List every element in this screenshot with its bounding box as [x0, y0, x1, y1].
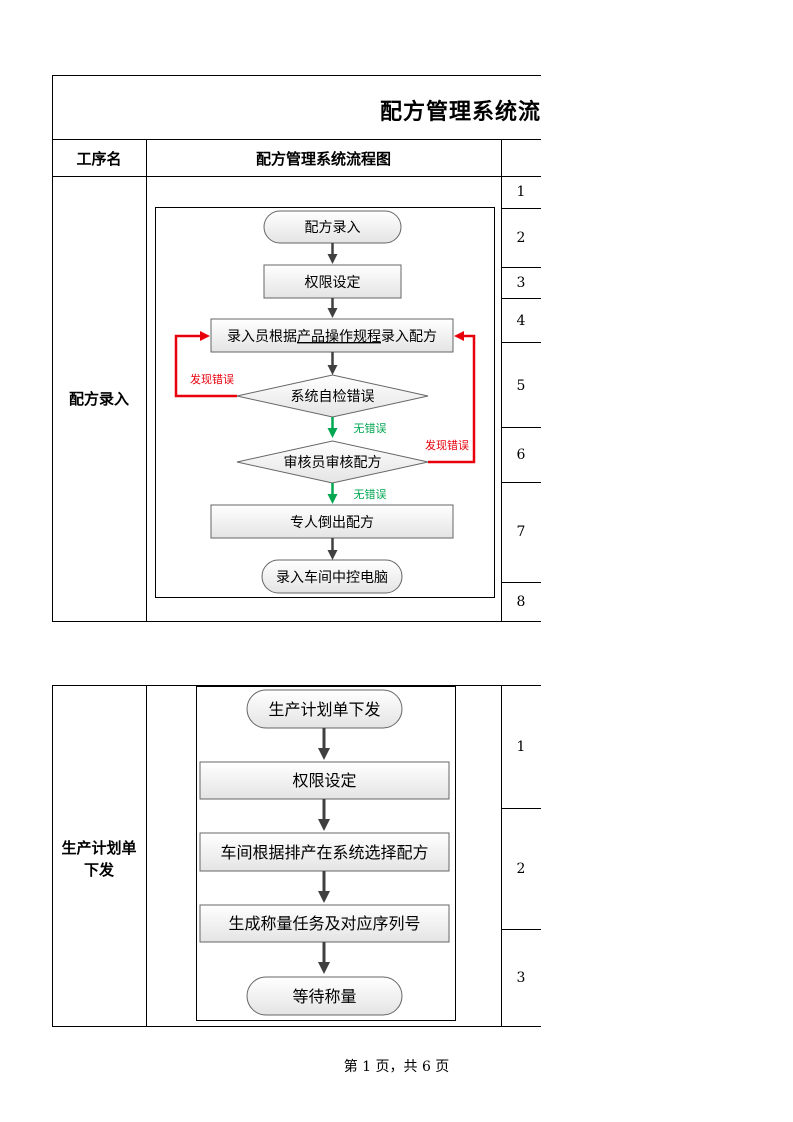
table2-col-divider-1	[146, 685, 147, 1027]
step-select-recipe-text: 车间根据排产在系统选择配方	[220, 843, 428, 862]
decision-diamond	[236, 374, 429, 418]
table2-bottom-border	[52, 1026, 541, 1027]
row-number: 1	[516, 739, 526, 755]
process-name-plan-issue: 生产计划单 下发	[52, 837, 146, 881]
table1-header-bottom-border	[52, 176, 541, 177]
row-number: 1	[516, 184, 526, 200]
process-box	[199, 761, 450, 800]
process-box	[199, 904, 450, 943]
process-box	[210, 504, 454, 539]
flowchart-frame	[155, 207, 495, 598]
header-flowchart: 配方管理系统流程图	[255, 150, 391, 168]
table1-header-top-border	[52, 139, 541, 140]
row-sep	[501, 582, 541, 583]
no-error-label: 无错误	[354, 487, 387, 501]
flowchart-frame	[196, 686, 456, 1021]
row-sep	[501, 298, 541, 299]
step-entry-text: 录入员根据产品操作规程录入配方	[227, 329, 437, 345]
table2-top-border	[52, 685, 541, 686]
row-sep	[501, 808, 541, 809]
step-upload-text: 录入车间中控电脑	[276, 569, 388, 586]
row-sep	[501, 208, 541, 209]
step-export-text: 专人倒出配方	[290, 515, 374, 531]
step-recipe-entry-text: 配方录入	[305, 220, 361, 236]
row-number: 6	[516, 447, 526, 463]
table2-col-divider-2	[501, 685, 502, 1027]
table2-left-border	[52, 685, 53, 1027]
table1-bottom-border	[52, 621, 541, 622]
row-number: 8	[516, 594, 526, 610]
step-self-check-text: 系统自检错误	[291, 389, 375, 405]
step-permission-text: 权限设定	[292, 771, 356, 790]
step-generate-task-text: 生成称量任务及对应序列号	[228, 914, 420, 933]
step-permission-text: 权限设定	[305, 275, 361, 291]
row-number: 4	[516, 313, 526, 329]
row-sep	[501, 427, 541, 428]
found-error-label: 发现错误	[425, 438, 469, 452]
process-name-line2: 下发	[83, 861, 114, 879]
step-audit-text: 审核员审核配方	[284, 455, 382, 471]
row-sep	[501, 267, 541, 268]
row-number: 3	[516, 970, 526, 986]
row-sep	[501, 929, 541, 930]
page-footer: 第 1 页，共 6 页	[343, 1059, 450, 1075]
table1-left-border	[52, 75, 53, 622]
row-number: 5	[516, 378, 526, 394]
process-name-line1: 生产计划单	[61, 839, 137, 857]
step-entry-part1: 录入员根据	[227, 329, 297, 345]
row-sep	[501, 482, 541, 483]
step-entry-part2: 产品操作规程	[297, 329, 381, 345]
found-error-label: 发现错误	[190, 372, 234, 386]
row-number: 2	[516, 230, 526, 246]
step-plan-issue-text: 生产计划单下发	[268, 700, 380, 719]
row-number: 3	[516, 275, 526, 291]
process-box	[263, 264, 402, 299]
step-wait-weigh-text: 等待称量	[292, 987, 356, 1006]
end-terminator	[261, 559, 403, 594]
process-box	[199, 832, 450, 872]
error-loop-arrow	[428, 331, 476, 464]
end-terminator	[246, 976, 403, 1016]
process-name-recipe-entry: 配方录入	[68, 390, 129, 408]
error-loop-arrow	[174, 331, 237, 398]
row-number: 7	[516, 524, 526, 540]
row-number: 2	[516, 861, 526, 877]
header-process-name: 工序名	[76, 150, 122, 168]
table1-col-divider-2	[501, 139, 502, 622]
step-entry-part3: 录入配方	[381, 329, 437, 345]
no-error-label: 无错误	[354, 421, 387, 435]
page-title: 配方管理系统流程图	[380, 100, 541, 125]
row-sep	[501, 342, 541, 343]
table1-top-border	[52, 75, 541, 76]
table1-col-divider-1	[146, 139, 147, 622]
